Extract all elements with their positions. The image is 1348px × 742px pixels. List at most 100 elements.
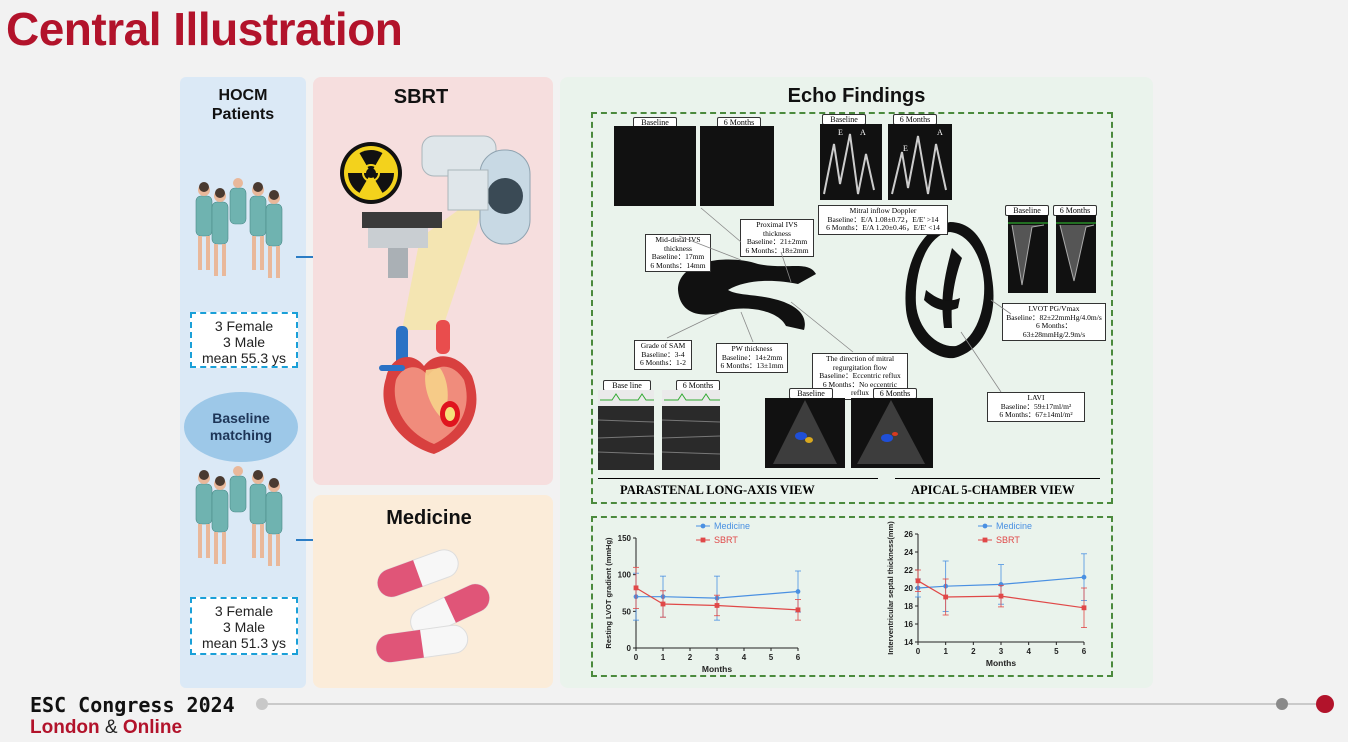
annot-line: thickness <box>664 243 692 253</box>
annotation-leader-lines <box>666 207 1012 393</box>
x-axis-label: Months <box>702 664 732 674</box>
x-tick-label: 6 <box>796 653 801 662</box>
annot-line: 6 Months：No eccentric reflux <box>822 379 898 397</box>
x-tick-label: 3 <box>999 647 1004 656</box>
legend-label: Medicine <box>714 521 750 531</box>
annot-line: 6 Months：13±1mm <box>720 361 784 370</box>
x-axis-label: Months <box>986 658 1016 668</box>
baseline-matching-label: Baseline matching <box>209 410 273 443</box>
sbrt-title: SBRT <box>393 86 449 108</box>
sam-annotation: Grade of SAM Baseline：3-4 6 Months：1-2 <box>634 340 692 370</box>
series-line-sbrt <box>635 587 799 611</box>
x-tick-label: 2 <box>688 653 693 662</box>
a5c-view-label: APICAL 5-CHAMBER VIEW <box>911 483 1075 497</box>
lavi-annotation: LAVI Baseline：59±17ml/m² 6 Months：67±14m… <box>987 392 1085 422</box>
sbrt-group-line3: mean 55.3 ys <box>201 350 287 366</box>
plax-heart-schematic <box>678 259 816 330</box>
hocm-panel <box>180 77 306 688</box>
color-doppler-images <box>765 398 933 468</box>
a5c-heart-schematic <box>905 222 994 359</box>
series-line-medicine <box>636 590 799 599</box>
footer-amp: & <box>104 717 118 738</box>
data-point-medicine <box>795 589 801 594</box>
footer-timeline <box>256 695 1334 713</box>
data-point-sbrt <box>714 603 720 608</box>
y-tick-label: 16 <box>904 620 913 629</box>
x-tick-label: 0 <box>916 647 921 656</box>
medicine-title: Medicine <box>386 507 472 529</box>
legend-label: SBRT <box>714 535 738 545</box>
label-a: A <box>860 128 866 137</box>
annot-line: Mitral inflow Doppler <box>849 206 917 215</box>
patients-icon <box>195 178 283 278</box>
annot-line: Baseline：E/A 1.08±0.72，E/E' >14 <box>827 214 939 224</box>
annot-line: Baseline：14±2mm <box>721 352 783 362</box>
annot-line: Baseline：Eccentric reflux <box>819 371 901 380</box>
legend-marker <box>700 537 706 543</box>
series-line-sbrt <box>917 580 1085 609</box>
data-point-medicine <box>1081 574 1087 580</box>
footer-location: London & Online <box>30 717 182 739</box>
y-tick-label: 14 <box>904 638 913 647</box>
x-tick-label: 5 <box>769 653 774 662</box>
annot-line: Baseline：82±22mmHg/4.0m/s <box>1006 312 1102 322</box>
plax-6months-image <box>700 126 774 206</box>
sbrt-group-demographics: 3 Female 3 Male mean 55.3 ys <box>190 312 298 368</box>
mitral-inflow-annotation: Mitral inflow Doppler Baseline：E/A 1.08±… <box>818 205 948 235</box>
y-tick-label: 150 <box>618 534 632 543</box>
data-point-sbrt <box>943 594 949 600</box>
mid-distal-ivs-annotation: Mid-distal IVS thickness Baseline：17mm 6… <box>645 234 711 272</box>
y-tick-label: 24 <box>904 548 913 557</box>
x-tick-label: 6 <box>1082 647 1087 656</box>
x-tick-label: 2 <box>971 647 976 656</box>
patients-icon <box>195 466 283 566</box>
medicine-group-line2: 3 Male <box>222 619 266 635</box>
mitral-doppler-images <box>820 124 952 200</box>
annot-line: Baseline：17mm <box>651 252 705 261</box>
data-point-sbrt <box>660 601 666 607</box>
annot-line: 6 Months：63±28mmHg/2.9m/s <box>1022 321 1086 339</box>
baseline-matching: Baseline matching <box>184 392 298 462</box>
y-tick-label: 18 <box>904 602 913 611</box>
plax-divider <box>598 478 878 479</box>
data-point-sbrt <box>633 585 639 591</box>
y-tick-label: 100 <box>618 571 632 580</box>
x-tick-label: 4 <box>1026 647 1031 656</box>
data-point-sbrt <box>915 578 921 584</box>
heart-icon <box>379 320 477 454</box>
annot-line: Grade of SAM <box>640 341 686 350</box>
footer-congress: ESC Congress 2024 <box>30 693 235 717</box>
annot-line: 6 Months：67±14ml/m² <box>999 410 1073 419</box>
sbrt-group-line2: 3 Male <box>222 334 266 350</box>
annot-line: 6 Months：18±2mm <box>745 245 809 255</box>
medicine-group-demographics: 3 Female 3 Male mean 51.3 ys <box>190 597 298 655</box>
annot-line: PW thickness <box>731 344 773 353</box>
radiation-icon <box>340 142 402 204</box>
data-point-sbrt <box>1081 605 1087 611</box>
lvot-annotation: LVOT PG/Vmax Baseline：82±22mmHg/4.0m/s 6… <box>1002 303 1106 341</box>
y-tick-label: 26 <box>904 530 913 539</box>
medicine-group-line1: 3 Female <box>214 603 274 619</box>
annot-line: LVOT PG/Vmax <box>1028 304 1080 313</box>
y-axis-label: Resting LVOT gradient (mmHg) <box>604 537 613 649</box>
annot-line: Baseline：3-4 <box>641 349 685 359</box>
pw-thickness-annotation: PW thickness Baseline：14±2mm 6 Months：13… <box>716 343 788 373</box>
x-tick-label: 1 <box>943 647 948 656</box>
legend-label: Medicine <box>996 521 1032 531</box>
annot-line: The direction of mitral <box>825 354 895 363</box>
y-tick-label: 0 <box>627 644 632 653</box>
annot-line: regurgitation flow <box>832 362 888 372</box>
x-tick-label: 3 <box>715 653 720 662</box>
page-title: Central Illustration <box>6 3 403 55</box>
label-a: A <box>937 128 943 137</box>
y-tick-label: 20 <box>904 584 913 593</box>
footer-city: London <box>30 717 100 738</box>
legend-label: SBRT <box>996 535 1020 545</box>
annot-line: 6 Months：1-2 <box>639 358 687 367</box>
y-tick-label: 50 <box>622 607 631 616</box>
annot-line: Proximal IVS thickness <box>756 220 798 238</box>
medicine-group-line3: mean 51.3 ys <box>201 635 287 651</box>
x-tick-label: 1 <box>661 653 666 662</box>
